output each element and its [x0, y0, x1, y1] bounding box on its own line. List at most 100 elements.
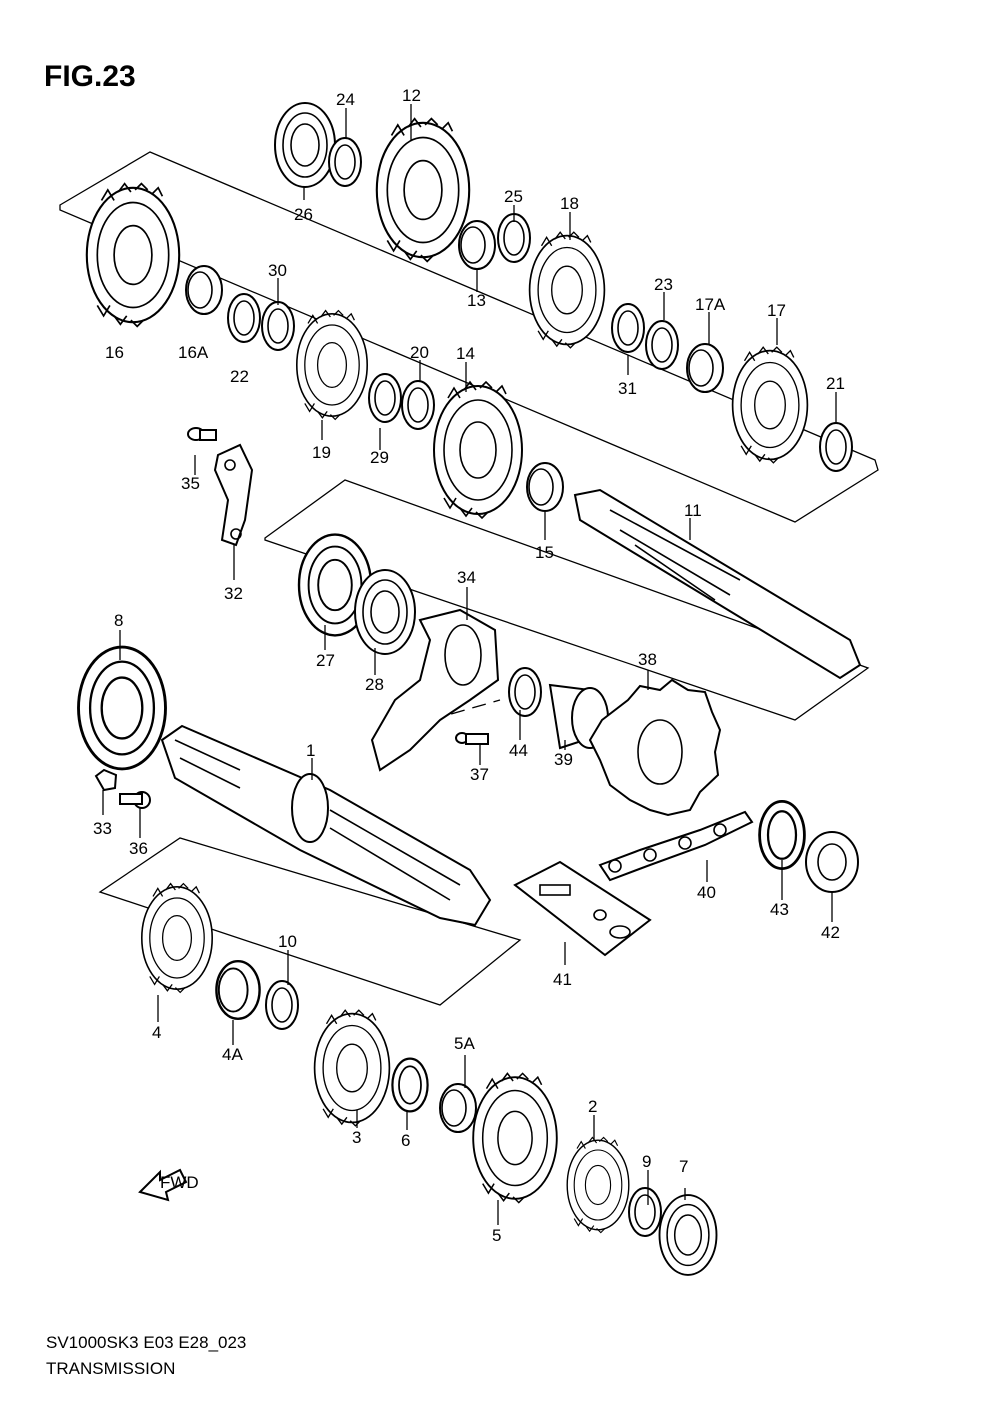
callout-1: 1 — [306, 741, 315, 760]
part-30-circlip[interactable] — [261, 301, 295, 351]
part-43-washer[interactable] — [758, 800, 806, 870]
part-34-retainer[interactable] — [370, 608, 500, 772]
part-42-nut[interactable] — [805, 831, 859, 893]
part-17A-bush[interactable] — [686, 343, 724, 393]
callout-25: 25 — [504, 187, 523, 206]
part-9-washer[interactable] — [628, 1187, 662, 1237]
part-13-bush[interactable] — [458, 220, 496, 270]
callout-24: 24 — [336, 90, 355, 109]
part-6-washer[interactable] — [391, 1057, 429, 1113]
section-name: TRANSMISSION — [46, 1359, 176, 1378]
callout-11: 11 — [684, 501, 702, 520]
part-22-washer[interactable] — [227, 293, 261, 343]
callout-13: 13 — [467, 291, 486, 310]
part-38-engine-sprocket[interactable] — [588, 678, 722, 817]
callout-29: 29 — [370, 448, 389, 467]
callout-6: 6 — [401, 1131, 410, 1150]
callout-16A: 16A — [178, 343, 209, 362]
part-14-gear[interactable] — [433, 381, 523, 519]
callout-17A: 17A — [695, 295, 726, 314]
callout-28: 28 — [365, 675, 384, 694]
part-10-circlip[interactable] — [265, 980, 299, 1030]
part-2-gear[interactable] — [566, 1136, 630, 1234]
callout-16: 16 — [105, 343, 124, 362]
callout-44: 44 — [509, 741, 528, 760]
part-7-bearing[interactable] — [658, 1194, 718, 1276]
part-17-gear[interactable] — [731, 346, 809, 464]
callout-7: 7 — [679, 1157, 688, 1176]
callout-3: 3 — [352, 1128, 361, 1147]
callout-12: 12 — [402, 86, 421, 105]
figure-title: FIG.23 — [44, 60, 136, 93]
callout-40: 40 — [697, 883, 716, 902]
callout-23: 23 — [654, 275, 673, 294]
part-19-gear[interactable] — [295, 309, 369, 421]
callout-36: 36 — [129, 839, 148, 858]
part-32-plate[interactable] — [213, 443, 254, 547]
model-code: SV1000SK3 E03 E28_023 — [46, 1333, 247, 1352]
part-31-circlip[interactable] — [611, 303, 645, 353]
callout-14: 14 — [456, 344, 475, 363]
callout-17: 17 — [767, 301, 786, 320]
callout-10: 10 — [278, 932, 297, 951]
part-39-spacer[interactable] — [548, 683, 609, 750]
callout-33: 33 — [93, 819, 112, 838]
callout-2: 2 — [588, 1097, 597, 1116]
part-12-gear[interactable] — [375, 117, 471, 263]
callout-labels: 24 12 26 25 18 13 23 17A 17 31 21 30 16 … — [93, 86, 845, 1245]
countershaft-assembly-outline — [59, 151, 879, 523]
part-15-bush[interactable] — [526, 462, 564, 512]
part-36-screw[interactable] — [119, 791, 151, 809]
callout-18: 18 — [560, 194, 579, 213]
callout-4A: 4A — [222, 1045, 243, 1064]
callout-38: 38 — [638, 650, 657, 669]
part-20-washer[interactable] — [401, 380, 435, 430]
part-29-circlip[interactable] — [368, 373, 402, 423]
callout-39: 39 — [554, 750, 573, 769]
lower-assembly-outline — [98, 837, 522, 1006]
part-1-main-shaft[interactable] — [160, 724, 492, 927]
part-18-gear[interactable] — [528, 231, 606, 349]
callout-35: 35 — [181, 474, 200, 493]
callout-32: 32 — [224, 584, 243, 603]
part-5A-bush[interactable] — [439, 1083, 477, 1133]
callout-5: 5 — [492, 1226, 501, 1245]
callout-8: 8 — [114, 611, 123, 630]
part-24-washer[interactable] — [328, 137, 362, 187]
part-21-washer[interactable] — [819, 422, 853, 472]
callout-15: 15 — [535, 543, 554, 562]
part-3-gear[interactable] — [313, 1009, 391, 1127]
part-11-countershaft[interactable] — [573, 488, 862, 680]
fwd-label: FWD — [160, 1173, 199, 1192]
callout-22: 22 — [230, 367, 249, 386]
callout-42: 42 — [821, 923, 840, 942]
part-37-bolt[interactable] — [455, 732, 489, 745]
leader-lines — [102, 104, 837, 1225]
part-26-bearing[interactable] — [274, 102, 336, 188]
part-16A-bush[interactable] — [185, 265, 223, 315]
callout-21: 21 — [826, 374, 845, 393]
part-40-drive-chain[interactable] — [598, 810, 754, 882]
callout-9: 9 — [642, 1152, 651, 1171]
callout-30: 30 — [268, 261, 287, 280]
part-35-bolt[interactable] — [187, 427, 217, 441]
callout-4: 4 — [152, 1023, 161, 1042]
callout-37: 37 — [470, 765, 489, 784]
callout-26: 26 — [294, 205, 313, 224]
callout-34: 34 — [457, 568, 476, 587]
part-23-washer[interactable] — [645, 320, 679, 370]
part-5-gear[interactable] — [472, 1072, 558, 1204]
part-8-bearing[interactable] — [77, 645, 167, 771]
part-28-oil-seal[interactable] — [354, 569, 416, 655]
part-16-gear[interactable] — [85, 182, 181, 328]
callout-31: 31 — [618, 379, 637, 398]
callout-27: 27 — [316, 651, 335, 670]
fwd-arrow-icon: FWD — [138, 1168, 199, 1202]
part-44-o-ring[interactable] — [508, 667, 542, 717]
part-33-plate[interactable] — [94, 768, 118, 792]
part-41-chain-joint[interactable] — [513, 860, 652, 957]
part-4-gear[interactable] — [141, 882, 213, 994]
part-4A-bush[interactable] — [215, 960, 261, 1020]
callout-19: 19 — [312, 443, 331, 462]
